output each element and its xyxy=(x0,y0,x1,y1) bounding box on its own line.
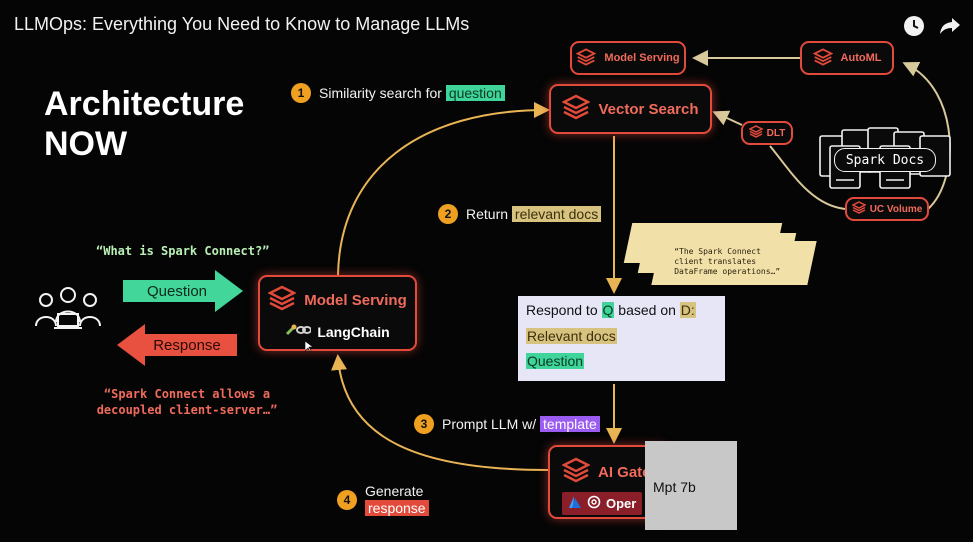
openai-icon xyxy=(587,495,601,512)
question-quote: “What is Spark Connect?” xyxy=(96,244,270,258)
headline-line1: Architecture xyxy=(44,85,245,123)
mpt-7b-card[interactable]: Mpt 7b xyxy=(645,441,737,530)
response-quote-line2: decoupled client-server…” xyxy=(96,403,278,417)
headline: Architecture NOW xyxy=(44,84,244,164)
openai-label: Oper xyxy=(606,496,637,511)
dlt-label: DLT xyxy=(766,127,786,139)
prompt-line-1-a: Respond to xyxy=(526,302,602,318)
prompt-line-1-b: based on xyxy=(614,302,680,318)
response-quote-line1: “Spark Connect allows a xyxy=(103,387,271,401)
dlt-box[interactable]: DLT xyxy=(741,121,793,145)
step-4-number: 4 xyxy=(337,490,357,510)
response-quote: “Spark Connect allows a decoupled client… xyxy=(92,386,282,418)
stacked-layers-icon xyxy=(812,47,833,69)
step-1-number: 1 xyxy=(291,83,311,103)
langchain-label: LangChain xyxy=(317,323,390,340)
step-4-highlight: response xyxy=(365,500,429,516)
step-2-text: Return xyxy=(466,206,512,222)
stacked-layers-icon xyxy=(267,285,297,316)
step-2-highlight: relevant docs xyxy=(511,206,602,222)
step-3: 3 Prompt LLM w/ template xyxy=(414,414,600,434)
model-serving-top-box[interactable]: Model Serving xyxy=(570,41,686,75)
users-laptop-icon xyxy=(32,286,104,337)
stacked-layers-icon xyxy=(561,457,591,488)
doc-paper-front: “The Spark Connect client translates Dat… xyxy=(651,241,817,285)
response-arrow: Response xyxy=(117,324,237,371)
spark-docs-cluster: Spark Docs xyxy=(816,126,954,192)
model-serving-main-box[interactable]: Model Serving LangChain xyxy=(258,275,417,351)
doc-line-3: DataFrame operations…” xyxy=(674,267,781,276)
step-1-text: Similarity search for xyxy=(319,85,446,101)
mouse-cursor-icon xyxy=(304,339,314,357)
prompt-q: Q xyxy=(601,302,615,318)
stacked-layers-icon xyxy=(561,94,592,124)
stacked-layers-icon xyxy=(851,201,867,217)
ai-gateway-label: AI Gate xyxy=(598,464,651,481)
question-label: Question xyxy=(146,282,208,300)
step-4: 4 Generate response xyxy=(337,483,429,517)
spark-docs-label: Spark Docs xyxy=(834,148,936,172)
stacked-layers-icon xyxy=(576,47,597,69)
step-3-highlight: template xyxy=(540,416,600,432)
prompt-question: Question xyxy=(526,353,585,369)
uc-volume-box[interactable]: UC Volume xyxy=(845,197,929,221)
step-2-number: 2 xyxy=(438,204,458,224)
prompt-d: D: xyxy=(679,302,696,318)
step-3-number: 3 xyxy=(414,414,434,434)
step-2: 2 Return relevant docs xyxy=(438,204,602,224)
share-arrow-icon[interactable] xyxy=(938,14,962,38)
model-serving-main-label: Model Serving xyxy=(304,292,407,309)
automl-label: AutoML xyxy=(840,52,882,64)
uc-volume-label: UC Volume xyxy=(869,203,923,215)
parrot-chain-icon xyxy=(285,322,313,341)
prompt-template-card: Respond to Q based on D: Relevant docs Q… xyxy=(518,296,725,381)
doc-line-2: client translates xyxy=(674,257,757,266)
response-label: Response xyxy=(153,336,221,354)
step-3-text: Prompt LLM w/ xyxy=(442,416,541,432)
model-serving-top-label: Model Serving xyxy=(604,52,680,64)
question-arrow: Question xyxy=(123,270,243,317)
headline-line2: NOW xyxy=(44,125,128,163)
step-1: 1 Similarity search for question xyxy=(291,83,505,103)
step-4-text: Generate xyxy=(365,483,424,499)
step-1-highlight: question xyxy=(445,85,505,101)
model-providers-strip: Oper xyxy=(562,492,643,515)
video-title: LLMOps: Everything You Need to Know to M… xyxy=(14,14,470,34)
stacked-layers-icon xyxy=(747,125,764,141)
vector-search-label: Vector Search xyxy=(598,100,699,118)
prompt-line-1: Respond to Q based on D: xyxy=(526,302,696,318)
automl-box[interactable]: AutoML xyxy=(800,41,894,75)
doc-line-1: “The Spark Connect xyxy=(674,247,761,256)
vector-search-box[interactable]: Vector Search xyxy=(549,84,712,134)
clock-icon[interactable] xyxy=(902,14,926,38)
prompt-relevant-docs: Relevant docs xyxy=(526,328,617,344)
mpt-7b-label: Mpt 7b xyxy=(653,479,696,495)
azure-icon xyxy=(568,496,582,511)
